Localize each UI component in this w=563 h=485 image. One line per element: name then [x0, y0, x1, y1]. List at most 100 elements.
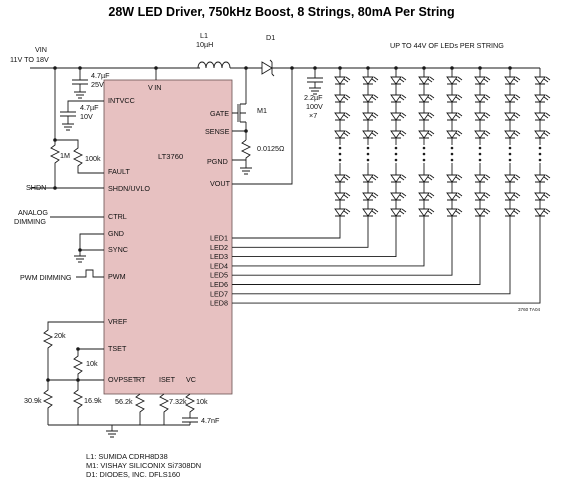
led-icon	[504, 94, 521, 103]
c-out-voltage: 100V	[306, 102, 323, 111]
led-icon	[474, 76, 491, 85]
led-icon	[334, 76, 351, 85]
pin-shdn-uvlo-label: SHDN/UVLO	[108, 184, 150, 193]
l1-name: L1	[200, 31, 208, 40]
led-icon	[446, 130, 463, 139]
led-icon	[390, 174, 407, 183]
pin-fault-label: FAULT	[108, 167, 130, 176]
led-icon	[474, 192, 491, 201]
led-icon	[474, 94, 491, 103]
led-icon	[390, 130, 407, 139]
led-icon	[362, 130, 379, 139]
pin-iset-label: ISET	[159, 375, 176, 384]
led-icon	[418, 192, 435, 201]
c-intvcc-voltage: 10V	[80, 112, 93, 121]
pin-led8-label: LED8	[210, 299, 228, 308]
r-sense-value: 0.0125Ω	[257, 144, 285, 153]
led-icon	[504, 192, 521, 201]
analog-dimming-label-2: DIMMING	[14, 217, 46, 226]
output-capacitor	[307, 68, 323, 95]
vin-rail	[30, 66, 200, 80]
pin-gate-label: GATE	[210, 109, 229, 118]
led-icon	[446, 208, 463, 217]
pin-led2-label: LED2	[210, 243, 228, 252]
led-icon	[334, 208, 351, 217]
r-10k-tset-value: 10k	[86, 359, 98, 368]
led-string-6	[232, 66, 491, 285]
pin-pgnd-label: PGND	[207, 157, 228, 166]
led-string-5	[232, 66, 463, 276]
note-l1: L1: SUMIDA CDRH8D38	[86, 452, 168, 461]
pin-rt-label: RT	[136, 375, 146, 384]
r-1m-value: 1M	[60, 151, 70, 160]
led-icon	[534, 208, 551, 217]
intvcc-capacitor	[60, 100, 104, 131]
led-string-8	[232, 68, 551, 304]
led-icon	[418, 208, 435, 217]
led-icon	[334, 174, 351, 183]
c-in-voltage: 25V	[91, 80, 104, 89]
r-7-32k-value: 7.32k	[169, 397, 187, 406]
r-100k-value: 100k	[85, 154, 101, 163]
led-icon	[534, 192, 551, 201]
pin-vout-label: VOUT	[210, 179, 231, 188]
led-icon	[446, 174, 463, 183]
input-capacitor	[72, 68, 88, 99]
led-icon	[418, 76, 435, 85]
led-icon	[474, 112, 491, 121]
pin-gnd-label: GND	[108, 229, 124, 238]
c-vc-value: 4.7nF	[201, 416, 220, 425]
pin-tset-label: TSET	[108, 344, 127, 353]
led-string-1	[232, 66, 351, 239]
figure-title: 28W LED Driver, 750kHz Boost, 8 Strings,…	[108, 5, 455, 19]
lt3760-ic-body	[103, 79, 233, 395]
pin-led6-label: LED6	[210, 280, 228, 289]
ic-name: LT3760	[158, 152, 183, 161]
led-icon	[504, 76, 521, 85]
led-icon	[334, 192, 351, 201]
pin-vin-label: V IN	[148, 83, 161, 92]
pin-vc-label: VC	[186, 375, 196, 384]
vin-range-label: 11V TO 18V	[10, 55, 49, 64]
led-icon	[418, 130, 435, 139]
d1-name: D1	[266, 33, 275, 42]
led-icon	[334, 130, 351, 139]
led-icon	[474, 130, 491, 139]
led-icon	[334, 112, 351, 121]
mosfet-m1	[232, 68, 247, 140]
led-icon	[504, 208, 521, 217]
note-m1: M1: VISHAY SILICONIX Si7308DN	[86, 461, 202, 471]
led-icon	[418, 174, 435, 183]
parts-notes: L1: SUMIDA CDRH8D38 M1: VISHAY SILICONIX…	[86, 452, 201, 480]
led-strings	[232, 66, 551, 304]
led-icon	[534, 76, 551, 85]
led-icon	[362, 192, 379, 201]
led-string-2	[232, 66, 379, 248]
led-icon	[504, 130, 521, 139]
led-icon	[362, 94, 379, 103]
vin-label: VIN	[35, 45, 47, 54]
pin-ctrl-label: CTRL	[108, 212, 127, 221]
led-icon	[474, 208, 491, 217]
pin-sync-label: SYNC	[108, 245, 128, 254]
figure-code: 3760 TA04	[518, 307, 540, 312]
r-10k-vc-value: 10k	[196, 397, 208, 406]
led-string-note: UP TO 44V OF LEDs PER STRING	[390, 41, 504, 50]
c-out-count: ×7	[309, 111, 317, 120]
pin-led7-label: LED7	[210, 289, 228, 298]
led-icon	[390, 192, 407, 201]
pin-led3-label: LED3	[210, 252, 228, 261]
sense-resistor	[232, 129, 252, 175]
led-icon	[390, 76, 407, 85]
led-string-4	[232, 66, 435, 267]
led-icon	[362, 174, 379, 183]
led-string-3	[232, 66, 407, 258]
pin-vref-label: VREF	[108, 317, 128, 326]
led-string-7	[232, 66, 521, 295]
led-icon	[390, 94, 407, 103]
m1-name: M1	[257, 106, 267, 115]
analog-dimming-label-1: ANALOG	[18, 208, 48, 217]
pin-led4-label: LED4	[210, 261, 228, 270]
